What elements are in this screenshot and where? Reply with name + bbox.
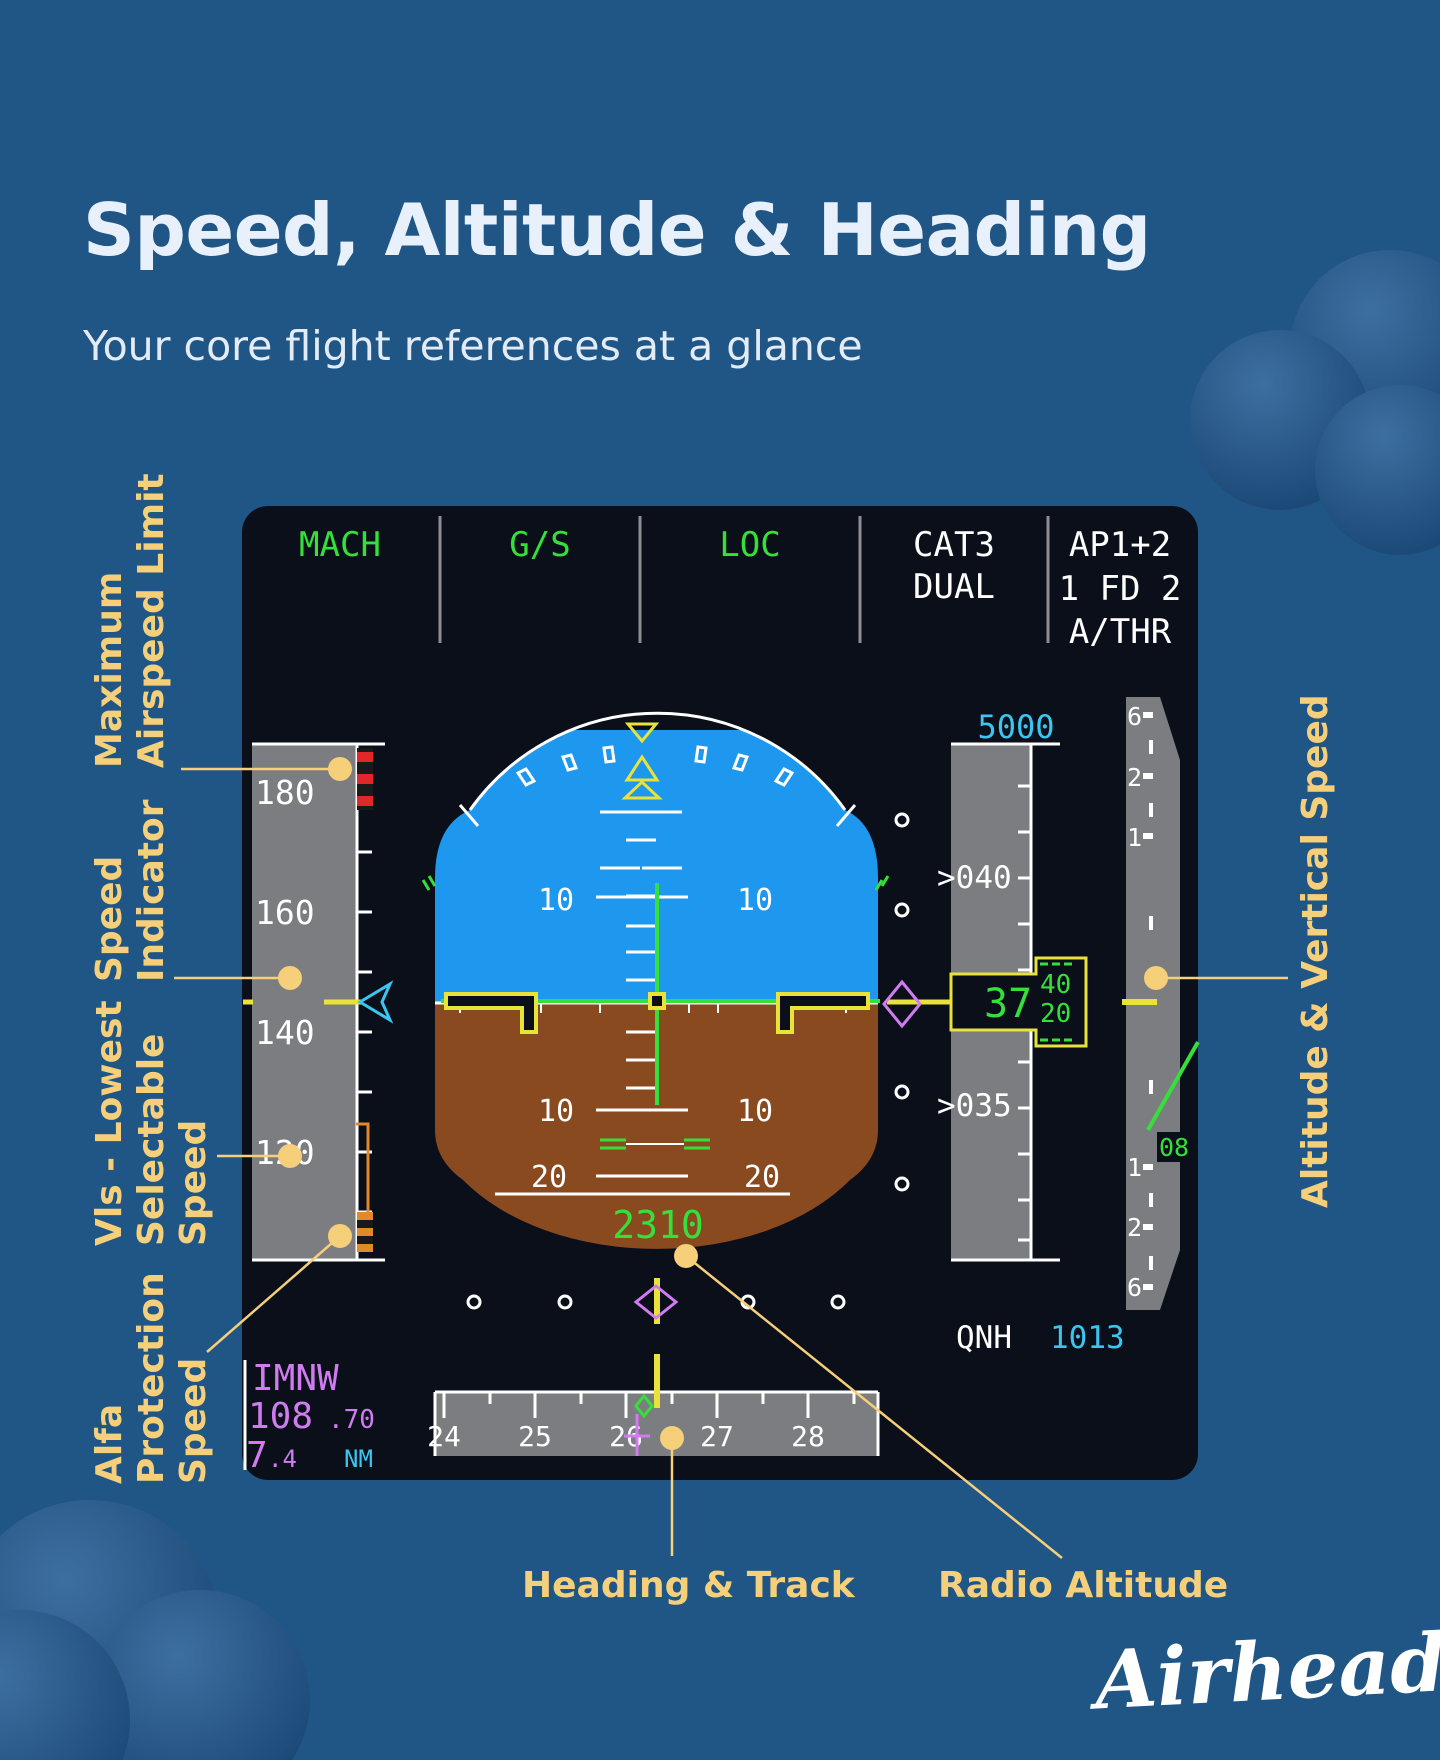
- page-subtitle: Your core flight references at a glance: [83, 322, 863, 370]
- callout-vls-3: Speed: [173, 1120, 214, 1246]
- pitch-label-up10-left: 10: [538, 883, 574, 918]
- aircraft-symbol-icon: [444, 992, 870, 1034]
- course-pointer-icon: [624, 1414, 650, 1456]
- fma-autopilot: AP1+2: [1069, 525, 1171, 565]
- altitude-readout: [934, 956, 1088, 1048]
- callout-speed-indicator-1: Speed: [89, 856, 130, 982]
- pitch-label-up10-right: 10: [737, 883, 773, 918]
- callout-max-airspeed-1: Maximum: [89, 572, 130, 768]
- fma-flight-director: 1 FD 2: [1059, 569, 1182, 609]
- heading-label-28: 28: [791, 1420, 825, 1453]
- callout-radio-altitude: Radio Altitude: [938, 1565, 1228, 1606]
- callout-speed-indicator-2: Indicator: [131, 799, 172, 982]
- heading-label-25: 25: [518, 1420, 552, 1453]
- vs-label-down-2: 2: [1127, 1213, 1142, 1242]
- vs-label-down-1: 1: [1127, 1153, 1142, 1182]
- dme-distance-main: 7: [246, 1435, 268, 1476]
- ils-ident: IMNW: [252, 1358, 339, 1399]
- fma-vertical-mode: G/S: [509, 525, 570, 565]
- ils-frequency-decimal: .70: [328, 1405, 375, 1435]
- roll-index-icon: [624, 722, 660, 744]
- callout-heading-track: Heading & Track: [522, 1565, 856, 1606]
- callout-vls-1: Vls - Lowest: [89, 1000, 130, 1246]
- sideslip-icon: [621, 779, 663, 800]
- attitude-indicator: [435, 730, 878, 1249]
- localizer-diamond-icon: [633, 1284, 679, 1320]
- selected-altitude: 5000: [977, 708, 1054, 746]
- pitch-label-down20-left: 20: [531, 1160, 567, 1195]
- vs-label-down-6: 6: [1127, 1273, 1142, 1302]
- vs-readout-box: [1157, 1132, 1195, 1162]
- fma-dividers: [438, 516, 1050, 643]
- dme-distance-unit: NM: [344, 1445, 373, 1473]
- qnh-value: 1013: [1050, 1320, 1125, 1356]
- dme-distance-decimal: .4: [268, 1445, 297, 1473]
- fma-lateral-mode: LOC: [719, 525, 780, 565]
- bank-limit-marks: [421, 875, 890, 891]
- callout-vls-2: Selectable: [131, 1034, 172, 1246]
- speed-label-140: 140: [255, 1013, 315, 1052]
- fpv-marks: [600, 1138, 710, 1150]
- heading-label-27: 27: [700, 1420, 734, 1453]
- fma-autothrust: A/THR: [1069, 612, 1172, 652]
- altitude-roll-bottom: 20: [1040, 999, 1071, 1029]
- vs-needle: [1146, 1041, 1200, 1131]
- cloud-bottom-left: [0, 1500, 310, 1760]
- fma-speed-mode: MACH: [299, 525, 381, 565]
- vs-label-up-6: 6: [1127, 702, 1142, 731]
- speed-label-160: 160: [255, 893, 315, 932]
- roll-scale: [458, 711, 857, 827]
- altitude-label-035: >035: [937, 1088, 1012, 1124]
- page-title: Speed, Altitude & Heading: [83, 188, 1151, 272]
- airhead-logo: Airhead: [1085, 1615, 1440, 1728]
- cloud-top-right: [1190, 250, 1440, 555]
- callout-alfa-1: Alfa: [89, 1404, 130, 1484]
- pitch-label-down20-right: 20: [744, 1160, 780, 1195]
- altitude-roll-top: 40: [1040, 970, 1071, 1000]
- callout-altitude-vs: Altitude & Vertical Speed: [1295, 694, 1336, 1208]
- vs-readout: 08: [1159, 1133, 1189, 1162]
- radio-altitude-readout: 2310: [612, 1203, 704, 1247]
- callout-max-airspeed-2: Airspeed Limit: [131, 473, 172, 768]
- vs-ticks: [1143, 712, 1153, 1290]
- qnh-label: QNH: [956, 1320, 1012, 1356]
- fma-approach-cap-2: DUAL: [913, 567, 995, 607]
- ils-frequency-main: 108: [248, 1396, 313, 1437]
- callout-alfa-2: Protection: [131, 1272, 172, 1484]
- altitude-label-040: >040: [937, 860, 1012, 896]
- pitch-label-down10-left: 10: [538, 1094, 574, 1129]
- altitude-readout-main: 37: [984, 981, 1032, 1027]
- vs-label-up-1: 1: [1127, 823, 1142, 852]
- callout-alfa-3: Speed: [173, 1358, 214, 1484]
- speed-label-180: 180: [255, 773, 315, 812]
- glideslope-scale: [894, 812, 910, 1192]
- selected-speed-icon: [357, 980, 394, 1024]
- fma-approach-cap: CAT3: [913, 525, 995, 565]
- vs-label-up-2: 2: [1127, 763, 1142, 792]
- callout-leaders: [174, 767, 1288, 1559]
- track-diamond-icon: [634, 1393, 654, 1419]
- pitch-label-down10-right: 10: [737, 1094, 773, 1129]
- heading-label-24: 24: [427, 1420, 461, 1453]
- pitch-ladder: [495, 810, 790, 1196]
- callout-dots: [278, 757, 1168, 1450]
- glideslope-diamond-icon: [882, 979, 922, 1029]
